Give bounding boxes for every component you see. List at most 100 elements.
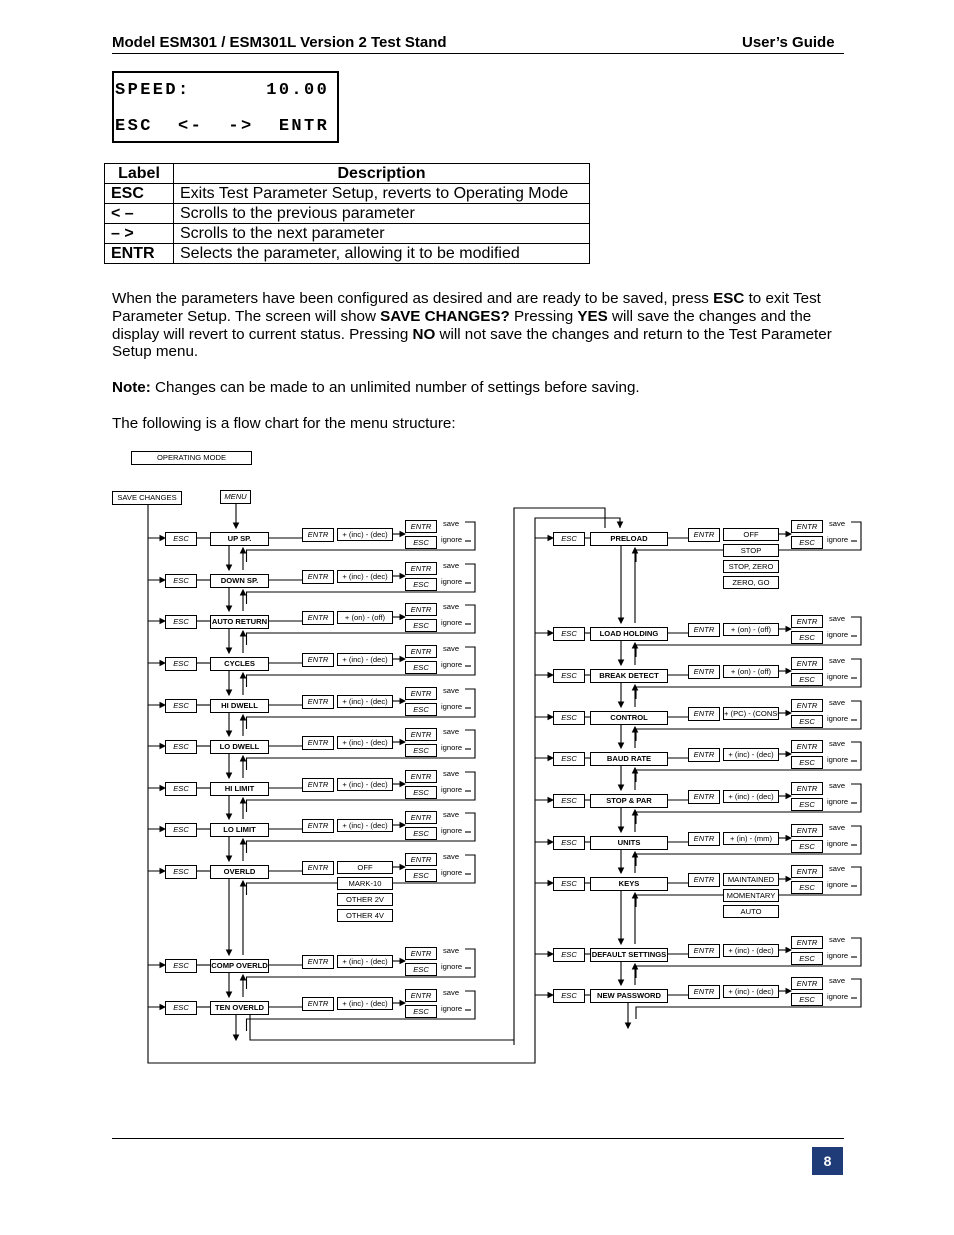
entr-save-box: ENTR <box>791 520 823 533</box>
table-cell-description: Scrolls to the next parameter <box>173 223 590 244</box>
header-title: Model ESM301 / ESM301L Version 2 Test St… <box>112 34 447 51</box>
flow-connector <box>245 521 476 562</box>
label-table: Label Description ESC Exits Test Paramet… <box>104 163 590 264</box>
flow-connector <box>245 771 476 812</box>
option-maintained: MAINTAINED <box>723 873 779 886</box>
value-range-box: + (inc) - (dec) <box>723 790 779 803</box>
ignore-label: ignore <box>827 630 849 639</box>
menu-item-lo-dwell: LO DWELL <box>210 740 269 754</box>
entr-box: ENTR <box>688 832 720 846</box>
esc-box: ESC <box>165 657 197 671</box>
flow-connector <box>513 507 606 1045</box>
save-label: save <box>829 781 846 790</box>
esc-box: ESC <box>553 711 585 725</box>
entr-box: ENTR <box>688 985 720 999</box>
esc-box: ESC <box>553 752 585 766</box>
entr-save-box: ENTR <box>405 603 437 616</box>
save-label: save <box>443 602 460 611</box>
save-label: save <box>443 727 460 736</box>
entr-box: ENTR <box>302 861 334 875</box>
flow-connector <box>245 729 476 770</box>
entr-box: ENTR <box>302 611 334 625</box>
save-label: save <box>829 698 846 707</box>
save-label: save <box>443 519 460 528</box>
flow-connector <box>635 616 862 657</box>
entr-box: ENTR <box>688 707 720 721</box>
flow-connector <box>635 978 862 1019</box>
esc-box: ESC <box>165 699 197 713</box>
save-label: save <box>443 852 460 861</box>
save-label: save <box>443 561 460 570</box>
save-label: save <box>443 946 460 955</box>
text-bold-esc: ESC <box>713 290 745 307</box>
value-range-box: + (on) - (off) <box>723 623 779 636</box>
entr-save-box: ENTR <box>791 782 823 795</box>
save-changes-box: SAVE CHANGES <box>112 491 182 505</box>
menu-item-up-sp-: UP SP. <box>210 532 269 546</box>
value-range-box: + (inc) - (dec) <box>337 570 393 583</box>
text-bold-no: NO <box>412 325 436 343</box>
flow-connector <box>245 688 476 729</box>
table-header-description: Description <box>173 163 590 184</box>
table-cell-description: Selects the parameter, allowing it to be… <box>173 243 590 264</box>
esc-ignore-box: ESC <box>405 744 437 757</box>
flow-connector <box>635 700 862 741</box>
ignore-label: ignore <box>827 714 849 723</box>
esc-ignore-box: ESC <box>405 536 437 549</box>
menu-item-overld: OVERLD <box>210 865 269 879</box>
entr-save-box: ENTR <box>405 947 437 960</box>
entr-save-box: ENTR <box>791 615 823 628</box>
entr-save-box: ENTR <box>791 824 823 837</box>
esc-box: ESC <box>165 823 197 837</box>
esc-ignore-box: ESC <box>791 631 823 644</box>
option-mark-10: MARK-10 <box>337 877 393 890</box>
esc-box: ESC <box>165 782 197 796</box>
save-label: save <box>443 644 460 653</box>
entr-box: ENTR <box>688 528 720 542</box>
value-range-box: + (inc) - (dec) <box>723 985 779 998</box>
note-text: Changes can be made to an unlimited numb… <box>150 379 640 396</box>
esc-ignore-box: ESC <box>791 756 823 769</box>
option-off: OFF <box>337 861 393 874</box>
ignore-label: ignore <box>827 755 849 764</box>
esc-ignore-box: ESC <box>791 536 823 549</box>
save-label: save <box>443 686 460 695</box>
esc-ignore-box: ESC <box>405 786 437 799</box>
flow-connector <box>635 741 862 782</box>
save-label: save <box>829 656 846 665</box>
menu-item-default-settings: DEFAULT SETTINGS <box>590 948 668 962</box>
esc-ignore-box: ESC <box>405 869 437 882</box>
menu-item-units: UNITS <box>590 836 668 850</box>
esc-ignore-box: ESC <box>405 963 437 976</box>
flow-connector <box>245 948 476 989</box>
entr-save-box: ENTR <box>405 728 437 741</box>
flow-connector <box>249 1015 514 1041</box>
header-rule <box>112 53 844 54</box>
flow-connector <box>245 563 476 604</box>
menu-item-hi-dwell: HI DWELL <box>210 699 269 713</box>
value-range-box: + (inc) - (dec) <box>337 653 393 666</box>
menu-item-down-sp-: DOWN SP. <box>210 574 269 588</box>
entr-box: ENTR <box>302 736 334 750</box>
ignore-label: ignore <box>827 951 849 960</box>
flow-connector <box>245 812 476 853</box>
table-row: < – Scrolls to the previous parameter <box>104 203 590 224</box>
menu-item-new-password: NEW PASSWORD <box>590 989 668 1003</box>
esc-box: ESC <box>553 948 585 962</box>
esc-box: ESC <box>553 532 585 546</box>
menu-item-ten-overld: TEN OVERLD <box>210 1001 269 1015</box>
menu-item-lo-limit: LO LIMIT <box>210 823 269 837</box>
esc-box: ESC <box>165 959 197 973</box>
flow-connector <box>635 937 862 978</box>
esc-box: ESC <box>165 574 197 588</box>
flow-intro: The following is a flow chart for the me… <box>112 415 456 432</box>
entr-box: ENTR <box>688 873 720 887</box>
lcd-line-2: ESC <- -> ENTR <box>115 117 330 136</box>
lcd-line-1: SPEED: 10.00 <box>115 81 330 100</box>
text-bold-yes: YES <box>577 307 608 325</box>
option-other-4v: OTHER 4V <box>337 909 393 922</box>
flow-connector <box>245 646 476 687</box>
entr-save-box: ENTR <box>791 740 823 753</box>
esc-ignore-box: ESC <box>405 619 437 632</box>
